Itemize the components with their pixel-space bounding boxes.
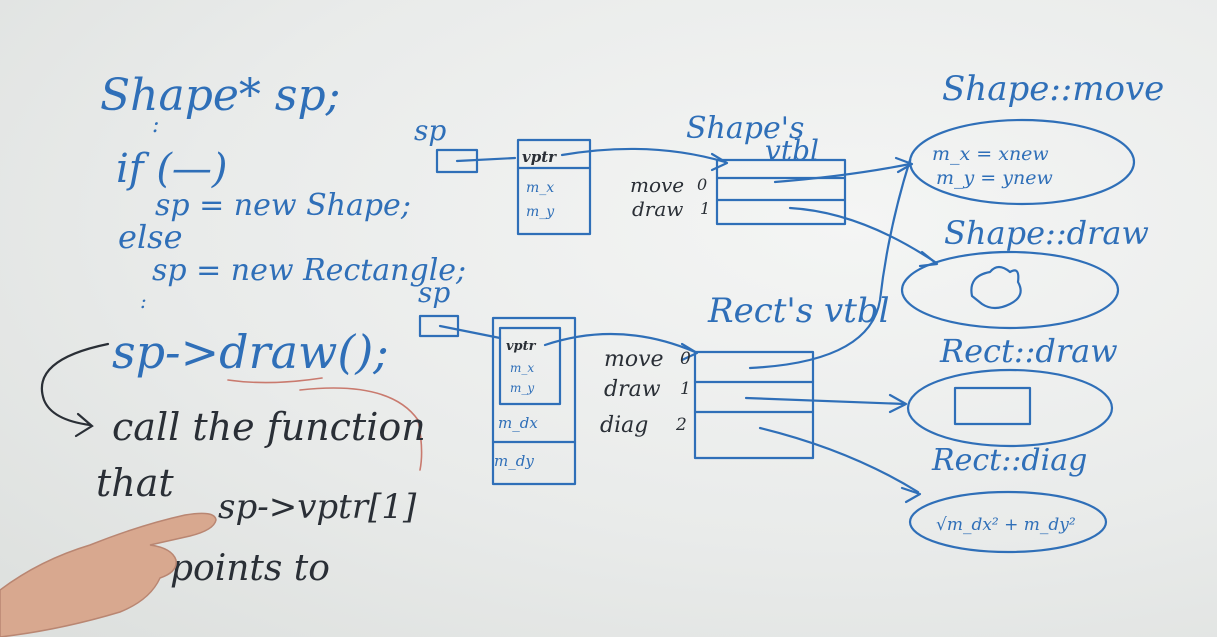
- rect-object-box: [491, 316, 577, 486]
- rect-vtbl-index-1: 1: [680, 379, 691, 399]
- code-block: Shape* sp; : if (—) sp = new Shape; else…: [100, 70, 466, 471]
- rect-vptr-arrow: [543, 332, 697, 354]
- curved-arrow-head: [74, 412, 94, 438]
- shape-object: sp vptr m_x m_y: [414, 114, 729, 236]
- rect-vtbl-entry-draw: draw: [604, 377, 661, 402]
- shape-vtbl-index-0: 0: [697, 175, 707, 194]
- rect-vtbl-title: Rect's vtbl: [707, 291, 890, 331]
- rect-draw-ellipse: [906, 368, 1114, 448]
- rect-sp-arrow: [438, 324, 502, 340]
- explanation-block: call the function that sp->vptr[1] point…: [40, 342, 426, 589]
- code-line-else: else: [118, 218, 183, 256]
- function-shape-move: Shape::move m_x = xnew m_y = ynew: [908, 69, 1164, 206]
- code-line-if: if (—): [116, 146, 228, 192]
- hand-shape: [0, 512, 217, 637]
- rect-move-slot-arrow: [748, 158, 912, 370]
- shape-move-body-1: m_x = xnew: [932, 143, 1049, 165]
- shape-field-mx: m_x: [526, 180, 554, 196]
- code-ellipsis: :: [152, 113, 159, 138]
- shape-move-slot-arrow-head: [894, 156, 914, 174]
- function-rect-draw: Rect::draw: [906, 332, 1118, 448]
- shape-vtbl-entry-draw: draw: [632, 197, 683, 221]
- rect-field-mx: m_x: [510, 361, 534, 375]
- shape-vtbl-entry-move: move: [630, 173, 684, 197]
- shape-vtbl-index-1: 1: [700, 199, 710, 218]
- code-ellipsis-2: :: [140, 289, 147, 313]
- pointing-hand: [0, 512, 217, 637]
- code-line-new-shape: sp = new Shape;: [155, 188, 411, 223]
- rect-object: sp vptr m_x m_y m_dx m_dy: [418, 276, 699, 486]
- shape-vptr-arrow-head: [710, 152, 729, 172]
- shape-vptr-arrow: [560, 147, 727, 164]
- rect-sp-label: sp: [418, 276, 450, 309]
- rect-draw-slot-arrow: [744, 396, 907, 406]
- rect-field-my: m_y: [510, 381, 534, 395]
- shape-vtbl-box: [715, 158, 847, 226]
- code-line-declaration: Shape* sp;: [100, 70, 340, 121]
- curved-arrow: [40, 342, 110, 427]
- rect-field-mdx: m_dx: [498, 414, 538, 432]
- explanation-line-2b: sp->vptr[1]: [218, 487, 417, 527]
- shape-draw-slot-arrow: [788, 206, 937, 264]
- shape-move-slot-arrow: [773, 162, 912, 184]
- rectangle-icon: [953, 386, 1032, 426]
- shape-move-ellipse: [908, 118, 1136, 206]
- rect-base-part-box: [498, 326, 562, 406]
- shape-sp-label: sp: [414, 114, 446, 147]
- rect-sp-pointer-box: [418, 314, 460, 338]
- shape-vtbl-title-2: vtbl: [765, 134, 819, 167]
- rect-vtbl-index-0: 0: [680, 349, 691, 369]
- shape-sp-arrow: [455, 156, 517, 163]
- rect-diag-slot-arrow: [758, 426, 920, 494]
- explanation-line-2a: that: [96, 461, 174, 505]
- rect-diag-title: Rect::diag: [931, 443, 1087, 478]
- explanation-line-1: call the function: [112, 405, 426, 449]
- rect-draw-slot-arrow-head: [888, 393, 908, 414]
- rect-vtbl-entry-diag: diag: [600, 413, 648, 438]
- rect-vtbl-box: [693, 350, 815, 460]
- code-line-call-draw: sp->draw();: [112, 325, 389, 379]
- shape-move-body-2: m_y = ynew: [936, 167, 1053, 189]
- shape-field-my: m_y: [526, 204, 555, 220]
- shape-draw-title: Shape::draw: [944, 214, 1149, 252]
- shape-draw-ellipse: [900, 250, 1120, 330]
- explanation-line-3: points to: [170, 548, 330, 589]
- shape-field-vptr: vptr: [522, 148, 557, 166]
- rect-vtbl-entry-move: move: [604, 347, 664, 372]
- shape-vtbl: Shape's vtbl move 0 draw 1: [630, 111, 939, 268]
- blob-shape-icon: [970, 265, 1022, 310]
- code-line-new-rectangle: sp = new Rectangle;: [152, 253, 466, 288]
- red-connector-line: [299, 387, 423, 471]
- function-shape-draw: Shape::draw: [900, 214, 1149, 330]
- rect-diag-body: √m_dx² + m_dy²: [936, 515, 1076, 535]
- function-rect-diag: Rect::diag √m_dx² + m_dy²: [908, 443, 1108, 554]
- draw-underline: [227, 377, 323, 384]
- rect-vtbl-index-2: 2: [675, 415, 687, 435]
- rect-field-mdy: m_dy: [494, 452, 534, 470]
- rect-diag-ellipse: [908, 490, 1108, 554]
- rect-vtbl: Rect's vtbl move 0 draw 1 diag 2: [600, 158, 922, 504]
- rect-draw-title: Rect::draw: [939, 332, 1118, 370]
- shape-vtbl-title-1: Shape's: [686, 111, 804, 146]
- shape-move-title: Shape::move: [942, 69, 1164, 109]
- rect-field-vptr: vptr: [506, 339, 537, 354]
- shape-object-box: [516, 138, 592, 236]
- rect-diag-slot-arrow-head: [900, 486, 922, 504]
